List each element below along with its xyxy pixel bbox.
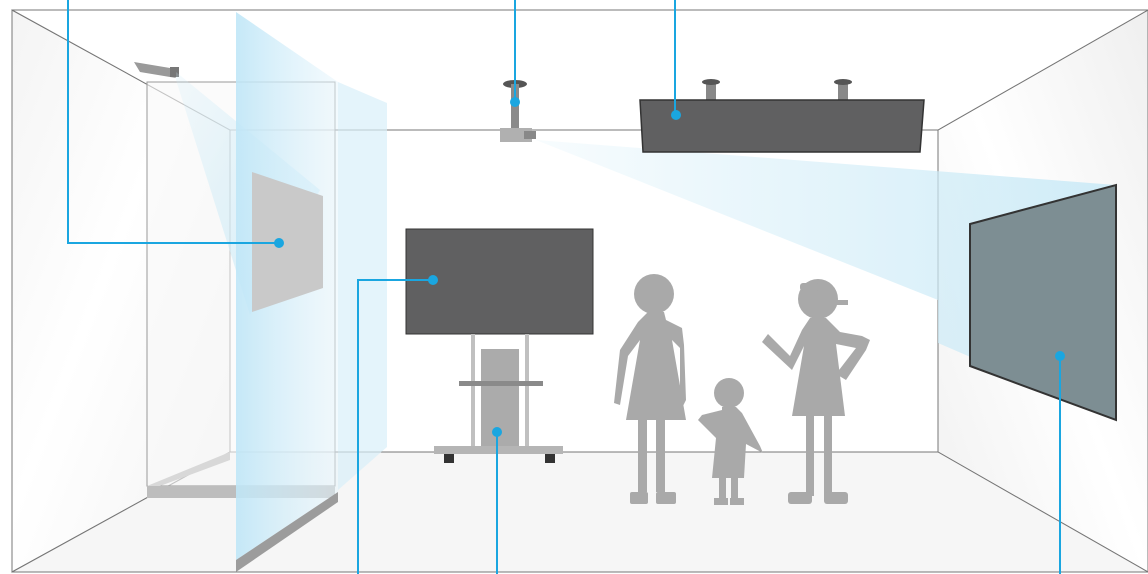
ceiling-hung-display (639, 79, 925, 153)
child (698, 378, 763, 505)
floor-display-callout (357, 279, 432, 574)
callout-dot-stand (492, 427, 502, 437)
glass-panel-back (338, 82, 387, 490)
adult-left (614, 274, 686, 504)
adult-right (762, 279, 870, 504)
glass-panel-base (236, 492, 338, 572)
callout-dots (274, 97, 1065, 437)
projector-rear-callout (67, 0, 278, 244)
wall-screen (969, 183, 1117, 422)
callout-lines (67, 0, 1061, 574)
callout-dot-ceiling-display (671, 110, 681, 120)
callout-dot-ceiling-projector (510, 97, 520, 107)
callout-dot-floor-display (428, 275, 438, 285)
rear-projection-image (252, 172, 323, 312)
callout-dot-wall-screen (1055, 351, 1065, 361)
rear-projector-icon (134, 62, 179, 78)
callout-dot-rear-image (274, 238, 284, 248)
